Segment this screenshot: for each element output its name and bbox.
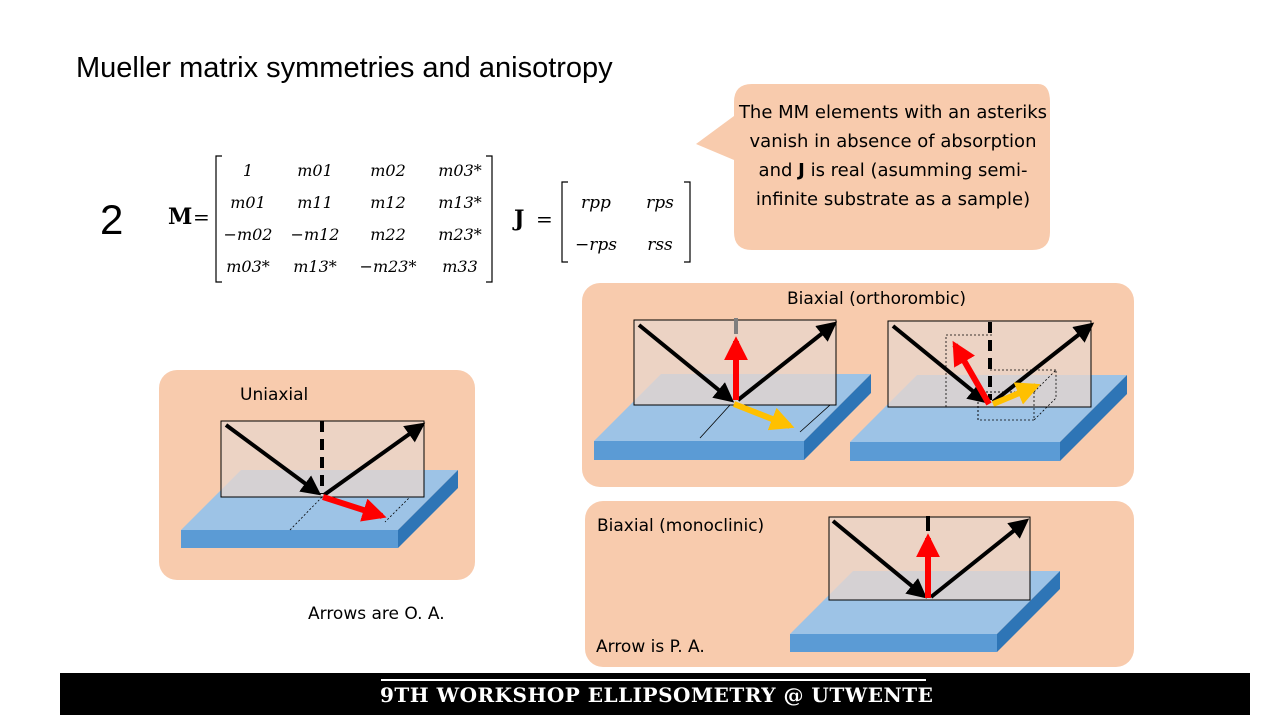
m-cell-3-1: m13* [293,257,337,276]
mono-slab-side [997,571,1060,652]
m-cell-0-1: m01 [297,161,333,180]
uniaxial-label: Uniaxial [240,385,309,405]
footer-text: 9TH WORKSHOP ELLIPSOMETRY @ UTWENTE [380,683,934,707]
callout-text-part2: is real (asumming semi-infinite substrat… [755,160,1031,210]
callout-shape [696,84,1050,250]
slide-title: Mueller matrix symmetries and anisotropy [76,52,613,84]
m-cell-2-1: −m12 [291,225,340,244]
ortho1-slab-side [804,374,871,460]
j-cell-1-1: rss [647,235,673,255]
m-cell-1-2: m12 [370,193,406,212]
monoclinic-diagram [790,516,1060,652]
uniaxial-slab-front [181,530,398,548]
mono-reflected-arrow [929,518,1030,599]
j-cell-1-0: −rps [575,235,617,255]
monoclinic-label: Biaxial (monoclinic) [597,516,765,536]
matrix-symbol-M: M [168,204,192,230]
matrix-symbol-J: J [512,206,524,232]
ortho2-yellow-axis-arrow [991,382,1041,407]
slide-number: 2 [100,196,124,243]
ortho1-yellow-axis-arrow [732,401,795,431]
m-cell-3-0: m03* [226,257,270,276]
m-cell-3-2: −m23* [360,257,417,276]
uniaxial-diagram [181,420,458,548]
m-cell-2-2: m22 [370,225,406,244]
matrix-J-left-bracket [561,181,568,263]
ortho2-reflected-arrow [991,322,1095,404]
jones-matrix-equation: J = rpp rps −rps rss [512,181,691,263]
m-cell-1-0: m01 [230,193,266,212]
callout-text-part1: The MM elements with an asteriks vanish … [738,102,1048,181]
m-cell-2-0: −m02 [224,225,273,244]
mono-slab-front [790,634,997,652]
m-cell-2-3: m23* [438,225,482,244]
ortho2-red-axis-arrow [952,340,992,406]
ortho1-incident-arrow [637,323,735,403]
diagram-drawings [181,318,1127,652]
mono-incident-arrow [831,519,928,599]
uniaxial-slab-side [398,470,458,548]
callout-bold-J: J [798,160,805,181]
uniaxial-reflected-arrow [322,422,426,497]
callout-text: The MM elements with an asteriks vanish … [738,98,1048,214]
ortho1-projection-lines [699,404,832,439]
mueller-matrix-equation: M = 1 m01 m02 m03* m01 m11 m12 m13* −m02… [168,155,493,283]
orthorombic-diagram-left [594,318,871,460]
ortho2-slab-front [850,442,1060,461]
j-cell-0-1: rps [646,193,674,213]
m-cell-0-2: m02 [370,161,406,180]
uniaxial-caption: Arrows are O. A. [308,604,445,624]
m-cell-1-3: m13* [438,193,482,212]
callout-bubble [696,84,1050,250]
ortho2-slab-side [1060,375,1127,461]
footer-underline [381,679,926,681]
uniaxial-optic-axis-arrow [322,494,387,522]
ortho2-incident-arrow [891,324,989,404]
j-cell-0-0: rpp [581,193,611,213]
matrix-M-right-bracket [486,155,493,283]
ortho1-reflected-arrow [736,321,838,402]
matrix-M-left-bracket [215,155,222,283]
equals-sign-M: = [193,205,210,229]
orthorombic-diagram-right [850,320,1127,461]
ortho1-slab-front [594,441,804,460]
m-cell-3-3: m33 [442,257,478,276]
equals-sign-J: = [536,207,553,231]
uniaxial-incident-arrow [224,423,322,496]
monoclinic-caption: Arrow is P. A. [596,637,705,657]
m-cell-1-1: m11 [297,193,333,212]
matrix-J-right-bracket [684,181,691,263]
m-cell-0-3: m03* [438,161,482,180]
uniaxial-projection-lines [289,496,411,531]
m-cell-0-0: 1 [243,161,253,180]
orthorombic-label: Biaxial (orthorombic) [787,289,967,309]
